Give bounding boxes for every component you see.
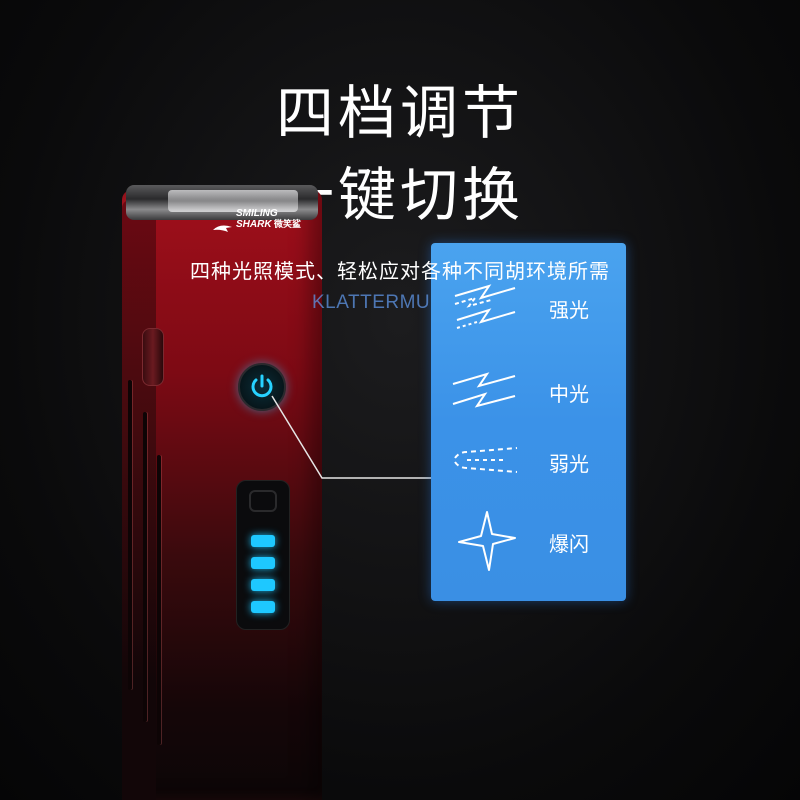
body-groove xyxy=(143,412,147,722)
watermark: KLATTERMU xyxy=(312,292,431,313)
battery-led xyxy=(251,557,275,569)
headline-line-1: 四档调节 xyxy=(275,79,524,147)
body-groove xyxy=(128,380,132,690)
usb-charging-port xyxy=(249,490,277,512)
body-groove xyxy=(157,455,161,745)
power-button[interactable] xyxy=(238,363,286,411)
mode-low: 弱光 xyxy=(431,432,626,492)
mode-strobe: 爆闪 xyxy=(431,508,626,571)
strobe-icon xyxy=(458,511,516,571)
strong-light-icon xyxy=(454,284,516,329)
mode-label: 爆闪 xyxy=(549,532,589,556)
mode-label: 弱光 xyxy=(549,452,589,476)
power-icon xyxy=(251,374,273,398)
mode-strong: 强光 xyxy=(431,278,626,338)
mode-label: 强光 xyxy=(549,298,589,322)
battery-led xyxy=(251,579,275,591)
brand-name-line-2: SHARK xyxy=(236,219,272,230)
medium-light-icon xyxy=(452,372,516,408)
low-light-icon xyxy=(454,447,518,473)
battery-led xyxy=(251,535,275,547)
mode-label: 中光 xyxy=(549,382,589,406)
battery-led xyxy=(251,601,275,613)
subtitle: 四种光照模式、轻松应对各种不同胡环境所需 xyxy=(190,259,610,283)
flashlight-side xyxy=(122,200,156,800)
mode-medium: 中光 xyxy=(431,362,626,422)
brand-name-line-1: SMILING xyxy=(236,208,278,219)
side-button[interactable] xyxy=(142,328,164,386)
flashlight-lens xyxy=(168,190,298,212)
brand-name-cn: 微笑鲨 xyxy=(274,219,302,229)
shark-logo-icon xyxy=(213,225,232,232)
